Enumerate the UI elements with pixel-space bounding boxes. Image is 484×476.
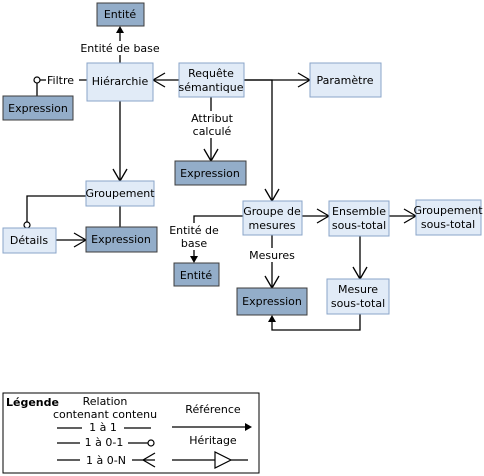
- crowfoot-marker: [152, 72, 166, 88]
- nodes: Entité Hiérarchie Requête sémantique Par…: [2, 2, 483, 316]
- svg-text:Groupement: Groupement: [413, 204, 483, 217]
- legend-one-to-zero-n: 1 à 0-N: [86, 454, 126, 467]
- node-expression-mesures: Expression: [236, 287, 308, 316]
- legend-one-to-zero-one: 1 à 0-1: [85, 436, 124, 449]
- crowfoot-marker: [142, 452, 156, 468]
- node-entite-bottom: Entité: [173, 262, 220, 287]
- crowfoot-marker: [316, 208, 330, 224]
- node-entite-top: Entité: [96, 2, 145, 27]
- node-expression-attribut: Expression: [174, 160, 247, 186]
- crowfoot-marker: [203, 148, 219, 162]
- node-mesure-sous-total: Mesure sous-total: [326, 278, 390, 315]
- node-groupement: Groupement: [85, 180, 155, 207]
- edge-mesure-expression: [271, 314, 361, 331]
- node-requete-semantique: Requête sémantique: [178, 62, 245, 98]
- node-details: Détails: [2, 227, 57, 254]
- node-hierarchie: Hiérarchie: [86, 62, 154, 102]
- arrowhead-down: [190, 256, 198, 263]
- edge-groupement-details: [26, 195, 86, 228]
- node-ensemble-sous-total: Ensemble sous-total: [328, 200, 390, 237]
- svg-text:sous-total: sous-total: [421, 218, 475, 231]
- legend-reference: Référence: [185, 403, 241, 416]
- svg-text:sous-total: sous-total: [332, 219, 386, 232]
- svg-text:Expression: Expression: [8, 102, 68, 115]
- svg-text:Expression: Expression: [180, 167, 240, 180]
- crowfoot-marker: [112, 168, 128, 182]
- node-groupe-de-mesures: Groupe de mesures: [242, 200, 303, 236]
- svg-text:Ensemble: Ensemble: [332, 205, 386, 218]
- svg-text:Expression: Expression: [91, 233, 151, 246]
- crowfoot-marker: [264, 188, 280, 202]
- inheritance-triangle: [214, 451, 233, 469]
- svg-text:Entité: Entité: [104, 8, 137, 21]
- svg-text:Hiérarchie: Hiérarchie: [92, 75, 149, 88]
- crowfoot-marker: [403, 208, 417, 224]
- arrowhead-up: [268, 315, 276, 322]
- svg-text:Requête: Requête: [188, 67, 234, 80]
- legend-relation: Relation: [83, 395, 128, 408]
- node-groupement-sous-total: Groupement sous-total: [413, 199, 483, 236]
- label-calcule: calculé: [193, 125, 232, 138]
- zero-one-marker: [33, 76, 41, 84]
- crowfoot-marker: [352, 266, 368, 280]
- node-parametre: Paramètre: [309, 62, 382, 98]
- label-base: base: [181, 237, 207, 250]
- svg-text:Entité: Entité: [180, 269, 213, 282]
- legend-one-to-one: 1 à 1: [89, 421, 117, 434]
- zero-one-marker: [23, 221, 31, 229]
- arrowhead-right: [245, 423, 252, 431]
- svg-text:Groupement: Groupement: [85, 187, 155, 200]
- crowfoot-marker: [264, 275, 280, 289]
- node-expression-groupement: Expression: [85, 226, 158, 253]
- edge-requete-groupe: [244, 79, 273, 201]
- label-entite-de: Entité de: [169, 224, 219, 237]
- edge-labels: Entité de base Filtre Attribut calculé E…: [46, 41, 298, 262]
- label-entite-de-base: Entité de base: [80, 42, 160, 55]
- arrowhead-up: [116, 26, 124, 33]
- legend-relation-sub: contenant contenu: [53, 408, 157, 421]
- label-filtre: Filtre: [47, 74, 74, 87]
- crowfoot-marker: [297, 72, 311, 88]
- legend-title: Légende: [6, 396, 59, 409]
- zero-one-marker: [147, 439, 155, 447]
- label-attribut: Attribut: [191, 112, 233, 125]
- svg-text:sous-total: sous-total: [331, 297, 385, 310]
- svg-text:Expression: Expression: [242, 295, 302, 308]
- svg-text:Paramètre: Paramètre: [317, 74, 374, 87]
- legend-heritage: Héritage: [189, 434, 237, 447]
- svg-text:sémantique: sémantique: [178, 81, 243, 94]
- svg-text:Détails: Détails: [10, 234, 48, 247]
- svg-text:mesures: mesures: [249, 219, 296, 232]
- svg-text:Mesure: Mesure: [338, 283, 378, 296]
- svg-text:Groupe de: Groupe de: [243, 205, 301, 218]
- crowfoot-marker: [73, 232, 87, 248]
- node-expression-filtre: Expression: [2, 95, 74, 121]
- legend: Légende Relation contenant contenu Référ…: [2, 392, 260, 474]
- label-mesures: Mesures: [249, 249, 295, 262]
